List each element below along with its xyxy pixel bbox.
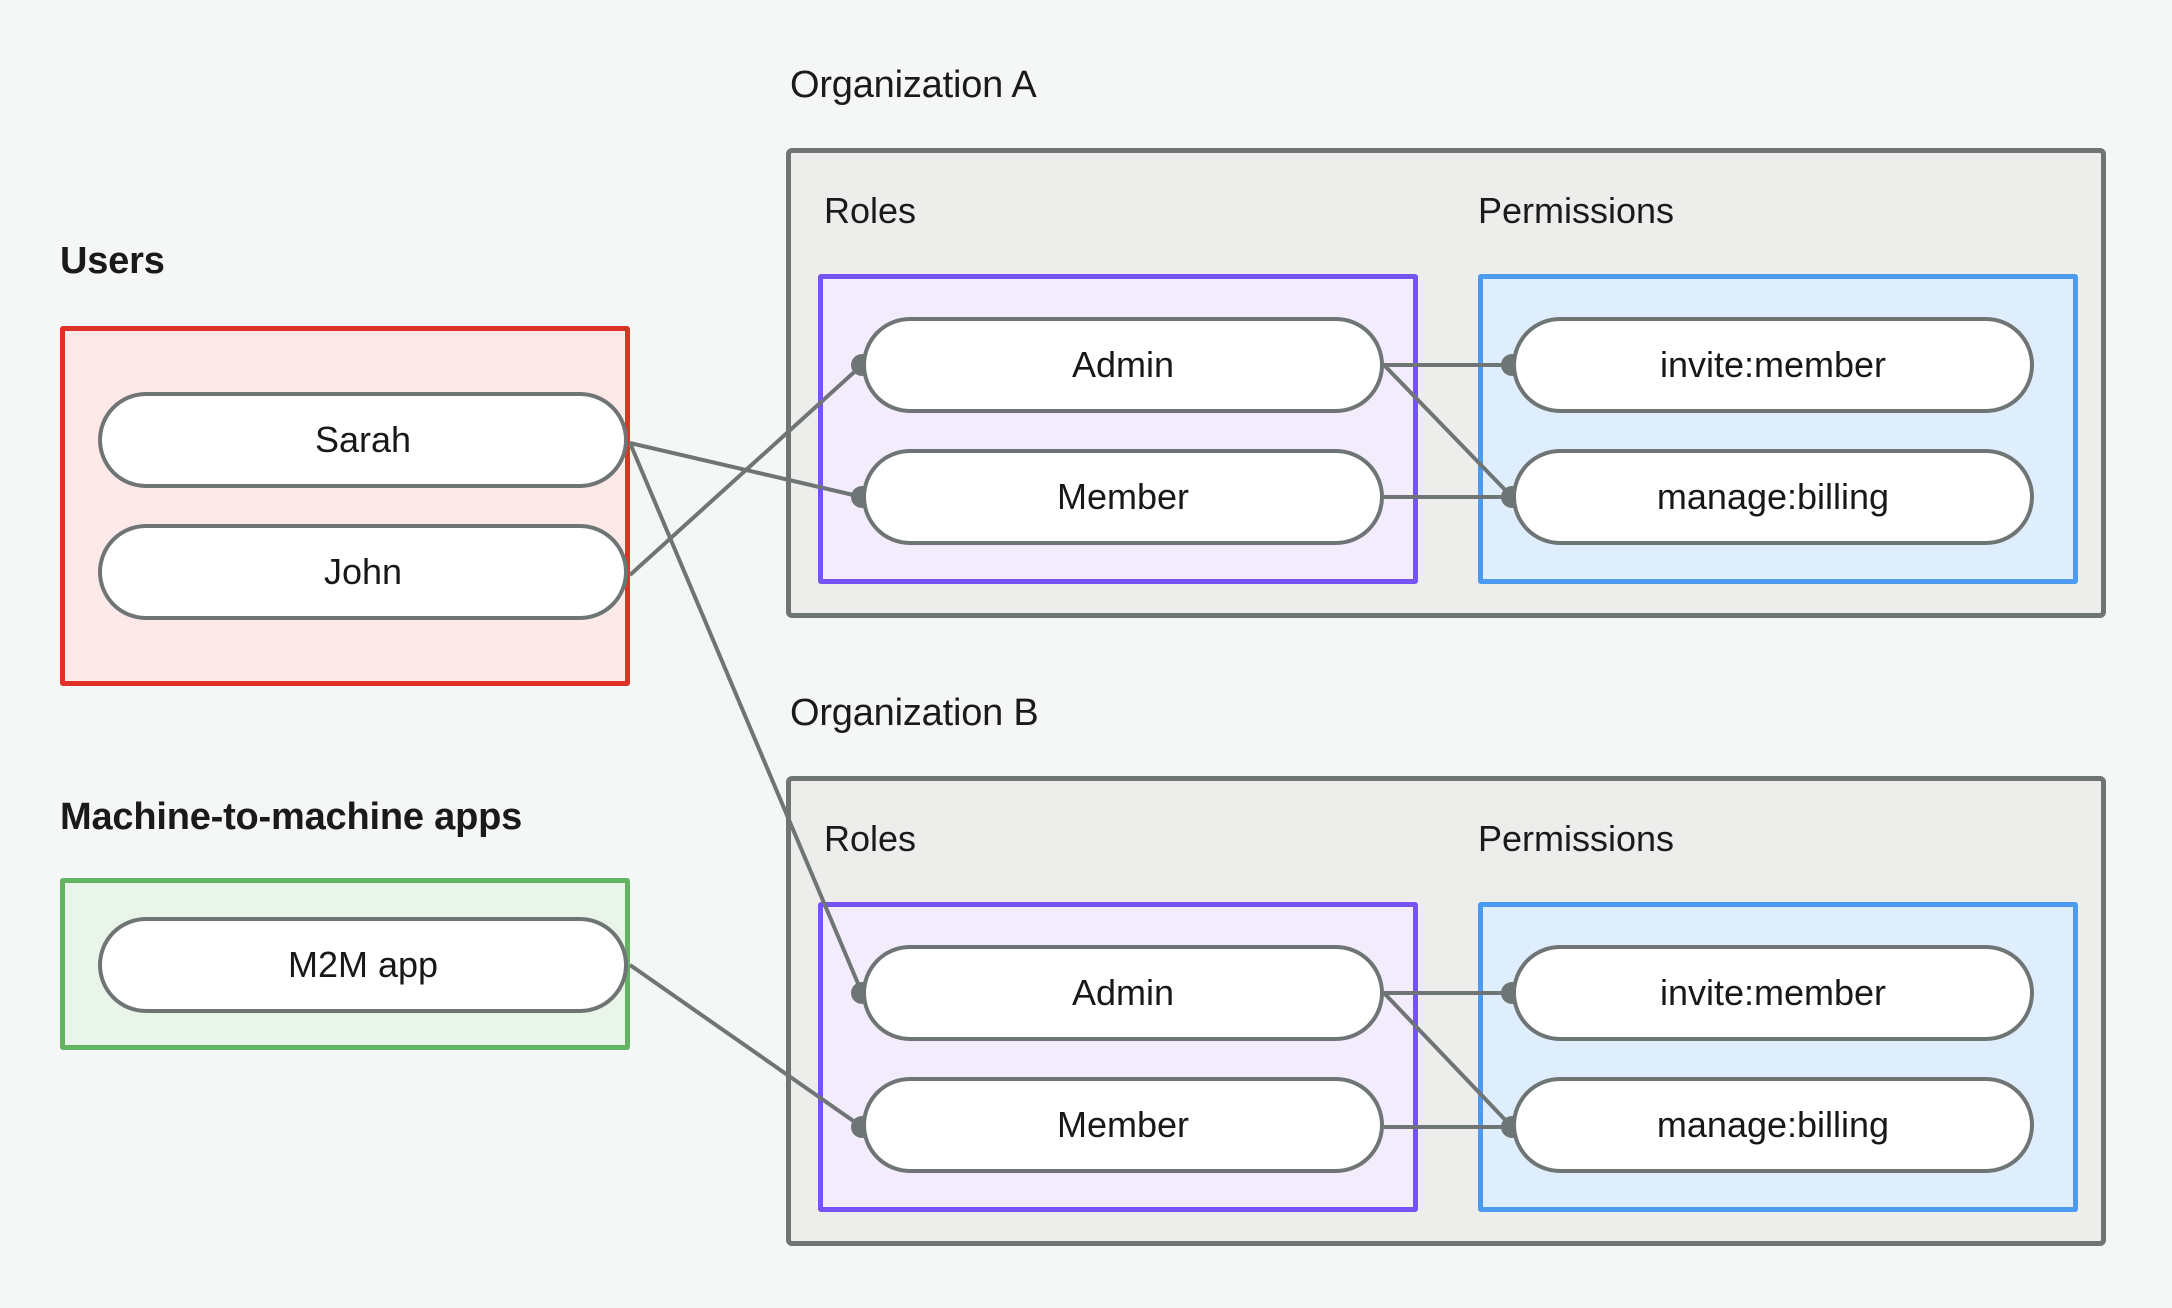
org-b-permission-pill-invite-member-label: invite:member bbox=[1659, 972, 1887, 1013]
m2m-pill-app[interactable]: M2M app bbox=[98, 917, 628, 1013]
org-a-role-pill-admin[interactable]: Admin bbox=[862, 317, 1384, 413]
org-b-permission-pill-manage-billing[interactable]: manage:billing bbox=[1512, 1077, 2034, 1173]
org-a-permission-pill-invite-member-label: invite:member bbox=[1659, 344, 1887, 385]
org-a-title: Organization A bbox=[790, 64, 1037, 106]
org-b-permission-pill-manage-billing-label: manage:billing bbox=[1656, 1104, 1890, 1145]
org-a-role-pill-member[interactable]: Member bbox=[862, 449, 1384, 545]
org-a-role-pill-member-label: Member bbox=[1056, 476, 1190, 517]
org-b-permissions-header: Permissions bbox=[1478, 818, 1675, 859]
user-pill-sarah-label: Sarah bbox=[314, 419, 412, 460]
m2m-pill-app-label: M2M app bbox=[287, 944, 439, 985]
org-a-permission-pill-manage-billing-label: manage:billing bbox=[1656, 476, 1890, 517]
org-b-roles-header: Roles bbox=[824, 818, 917, 859]
user-pill-john[interactable]: John bbox=[98, 524, 628, 620]
org-b-role-pill-admin[interactable]: Admin bbox=[862, 945, 1384, 1041]
org-a-permission-pill-invite-member[interactable]: invite:member bbox=[1512, 317, 2034, 413]
org-b-role-pill-member[interactable]: Member bbox=[862, 1077, 1384, 1173]
org-a-permissions-header: Permissions bbox=[1478, 190, 1675, 231]
m2m-group-title: Machine-to-machine apps bbox=[60, 796, 523, 838]
org-a-roles-header: Roles bbox=[824, 190, 917, 231]
users-group-title: Users bbox=[60, 240, 165, 282]
org-a-permission-pill-manage-billing[interactable]: manage:billing bbox=[1512, 449, 2034, 545]
org-a-role-pill-admin-label: Admin bbox=[1071, 344, 1175, 385]
org-b-permission-pill-invite-member[interactable]: invite:member bbox=[1512, 945, 2034, 1041]
org-b-role-pill-admin-label: Admin bbox=[1071, 972, 1175, 1013]
org-b-role-pill-member-label: Member bbox=[1056, 1104, 1190, 1145]
user-pill-john-label: John bbox=[323, 551, 403, 592]
org-b-title: Organization B bbox=[790, 692, 1039, 734]
users-container bbox=[60, 326, 630, 686]
user-pill-sarah[interactable]: Sarah bbox=[98, 392, 628, 488]
